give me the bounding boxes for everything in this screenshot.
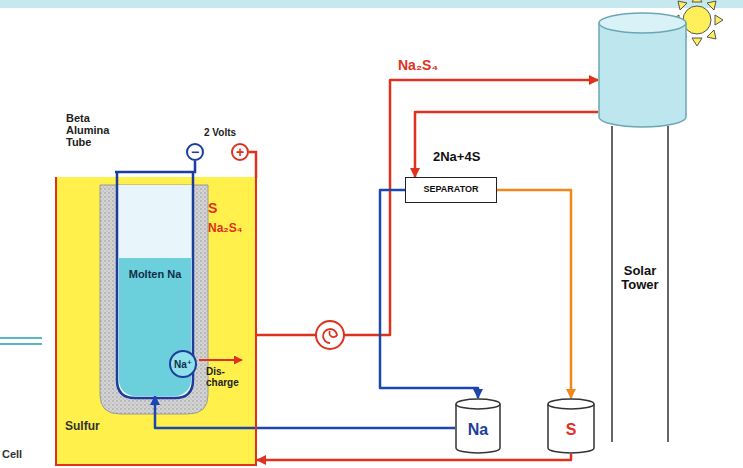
tower-tank [599,23,686,127]
tower-shaft [611,126,613,442]
cell-housing: Molten Na Na⁺ S Na₂S₄ Sulfur [55,177,257,466]
figure-label: Cell [2,448,22,460]
tank-body [456,404,500,453]
flow-label: Na₂S₄ [398,58,438,73]
pump-symbol [316,321,344,349]
top-band [0,0,743,8]
negative-terminal: − [186,143,204,161]
node-text: Na⁺ [174,359,192,370]
discharge-arrow [199,359,242,361]
sodium-ion: Na⁺ [169,350,197,378]
flow-line [380,190,478,398]
flow-line [257,454,571,460]
positive-terminal: + [231,143,249,161]
flow-line [497,190,571,398]
flow-line [257,80,598,335]
inner-electrode [115,161,195,398]
node-text: Molten Na [119,268,191,280]
direction-label: Dis-charge [206,366,246,388]
node-text: − [191,145,199,159]
tank-body [548,404,594,453]
part-name: Beta Alumina Tube [66,112,130,148]
node-text: Na [468,421,488,439]
tank-top [456,399,500,409]
flow-line [415,112,598,177]
node-text: S [208,201,217,216]
tower-shaft [667,126,669,442]
tank-top [548,399,594,409]
node-text: SEPARATOR [423,185,478,195]
solar-tower: Solar Tower [598,12,687,442]
node-text: + [236,145,244,159]
slide-mark [0,337,42,339]
flow-label: 2Na+4S [433,150,480,164]
sodium-tank: Na [455,398,501,454]
node-text: Na₂S₄ [208,222,242,235]
tower-tank-top [599,13,686,33]
tube-inside [117,185,193,398]
sulfur-tank: S [547,398,595,454]
separator-box: SEPARATOR [405,177,497,203]
slide-mark [0,343,42,345]
node-text: S [566,421,577,439]
voltage-label: 2 Volts [204,127,236,138]
flow-line [155,396,455,428]
tower-outline [598,12,687,442]
node-text: Sulfur [65,420,100,433]
node-text: Solar Tower [613,264,667,293]
positive-wire [249,152,256,178]
